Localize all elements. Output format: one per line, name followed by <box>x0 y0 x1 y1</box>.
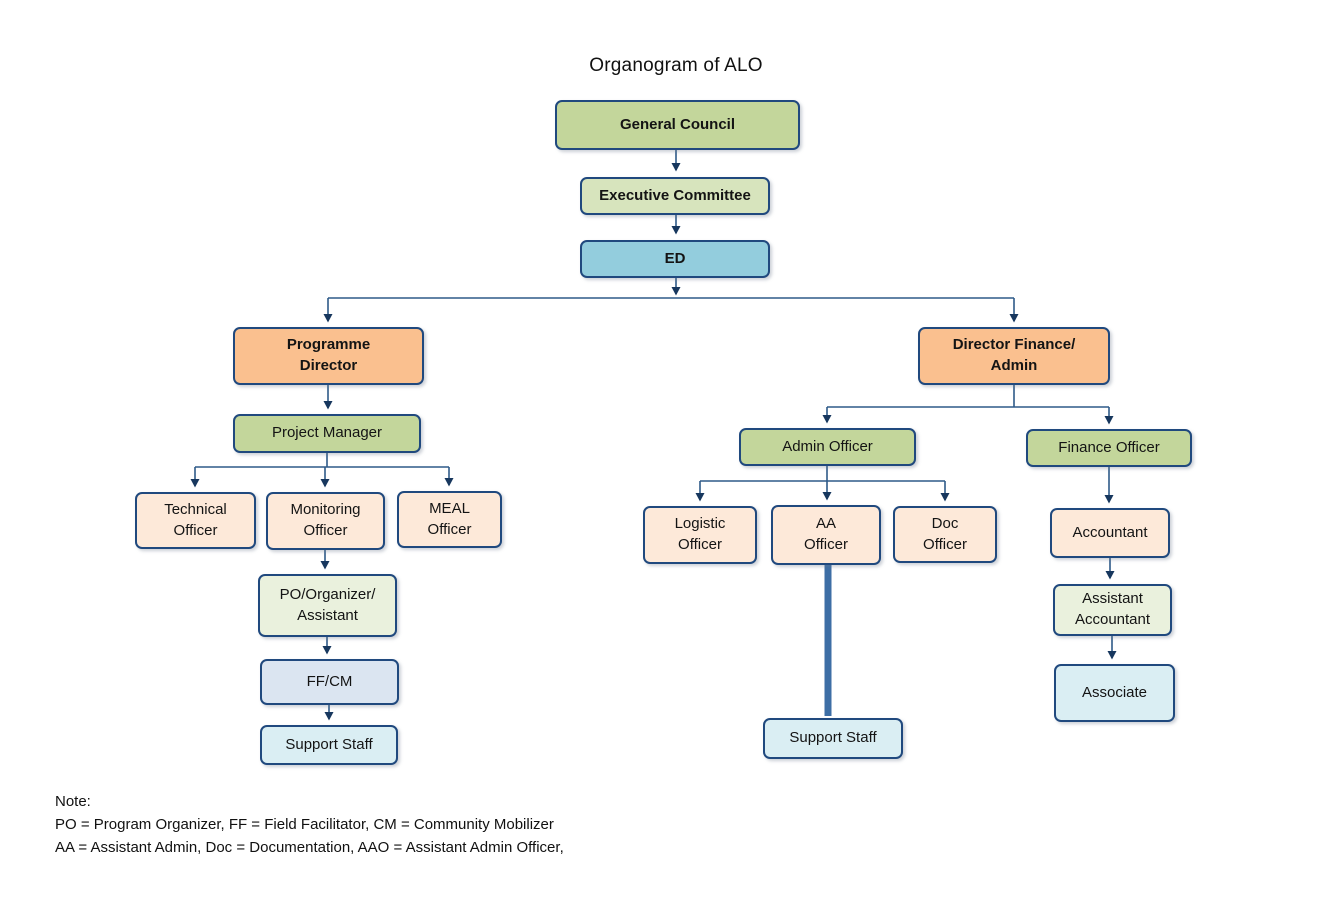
page-title: Organogram of ALO <box>589 55 763 76</box>
node-aa-officer-label: AA Officer <box>804 515 848 553</box>
node-accountant-label: Accountant <box>1072 523 1148 541</box>
note-line-2: AA = Assistant Admin, Doc = Documentatio… <box>55 839 564 856</box>
note-block: Note: PO = Program Organizer, FF = Field… <box>55 794 564 863</box>
node-technical-officer: Technical Officer <box>135 492 256 549</box>
node-accountant: Accountant <box>1050 508 1170 558</box>
node-admin-officer: Admin Officer <box>739 428 916 466</box>
node-finance-officer: Finance Officer <box>1026 429 1192 467</box>
node-doc-officer-label: Doc Officer <box>923 514 967 553</box>
node-director-finance-admin: Director Finance/ Admin <box>918 327 1110 385</box>
node-po-organizer-assistant: PO/Organizer/ Assistant <box>258 574 397 637</box>
node-po-organizer-assistant-label: PO/Organizer/ Assistant <box>279 585 376 624</box>
node-ff-cm: FF/CM <box>260 659 399 705</box>
node-technical-officer-label: Technical Officer <box>164 500 227 539</box>
note-heading: Note: <box>55 793 91 810</box>
node-admin-officer-label: Admin Officer <box>782 437 873 455</box>
node-finance-officer-label: Finance Officer <box>1058 438 1160 456</box>
node-ed: ED <box>580 240 770 278</box>
node-logistic-officer-label: Logistic Officer <box>674 515 726 553</box>
node-monitoring-officer: Monitoring Officer <box>266 492 385 550</box>
node-director-finance-admin-label: Director Finance/ Admin <box>952 336 1076 374</box>
node-associate-label: Associate <box>1081 683 1148 701</box>
node-project-manager-label: Project Manager <box>271 424 383 442</box>
node-executive-committee-label: Executive Committee <box>599 186 751 204</box>
node-monitoring-officer-label: Monitoring Officer <box>290 501 361 539</box>
node-assistant-accountant-label: Assistant Accountant <box>1074 590 1151 628</box>
node-ff-cm-label: FF/CM <box>306 672 353 690</box>
node-executive-committee: Executive Committee <box>580 177 770 215</box>
node-logistic-officer: Logistic Officer <box>643 506 757 564</box>
node-support-staff-right-label: Support Staff <box>789 729 877 747</box>
node-assistant-accountant: Assistant Accountant <box>1053 584 1172 636</box>
node-programme-director: Programme Director <box>233 327 424 385</box>
node-general-council-label: General Council <box>619 115 736 133</box>
node-support-staff-left: Support Staff <box>260 725 398 765</box>
node-aa-officer: AA Officer <box>771 505 881 565</box>
node-meal-officer-label: MEAL Officer <box>427 499 472 538</box>
node-general-council: General Council <box>555 100 800 150</box>
node-ed-label: ED <box>664 249 686 267</box>
node-associate: Associate <box>1054 664 1175 722</box>
note-line-1: PO = Program Organizer, FF = Field Facil… <box>55 816 554 833</box>
node-programme-director-label: Programme Director <box>286 336 371 374</box>
node-project-manager: Project Manager <box>233 414 421 453</box>
node-support-staff-right: Support Staff <box>763 718 903 759</box>
node-doc-officer: Doc Officer <box>893 506 997 563</box>
node-support-staff-left-label: Support Staff <box>285 735 373 753</box>
node-meal-officer: MEAL Officer <box>397 491 502 548</box>
